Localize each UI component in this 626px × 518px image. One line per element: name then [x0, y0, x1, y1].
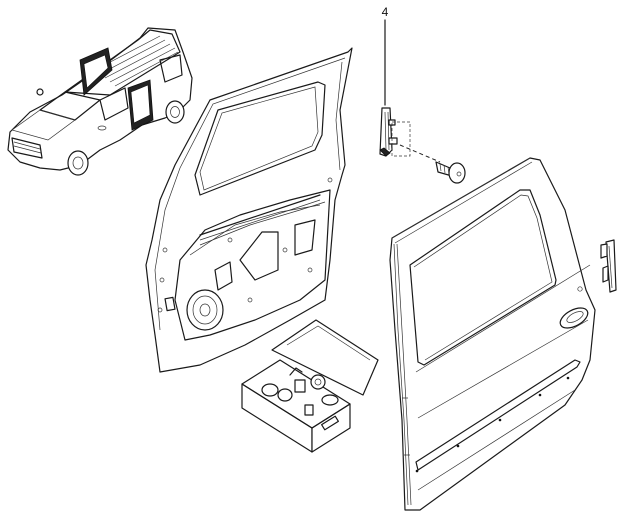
callout-label: 4 — [382, 5, 389, 19]
frame-holes — [157, 177, 333, 313]
parts-box — [241, 319, 379, 453]
panel-holes — [415, 376, 570, 473]
assembly-line — [399, 144, 441, 163]
door-outer-panel — [389, 157, 596, 511]
callout-4: 4 — [382, 5, 389, 106]
door-inner-frame — [145, 47, 353, 373]
door-striker-part — [600, 239, 617, 293]
vehicle-overview — [7, 27, 193, 176]
screw-part — [435, 161, 466, 184]
trim-strip-part — [379, 107, 411, 157]
